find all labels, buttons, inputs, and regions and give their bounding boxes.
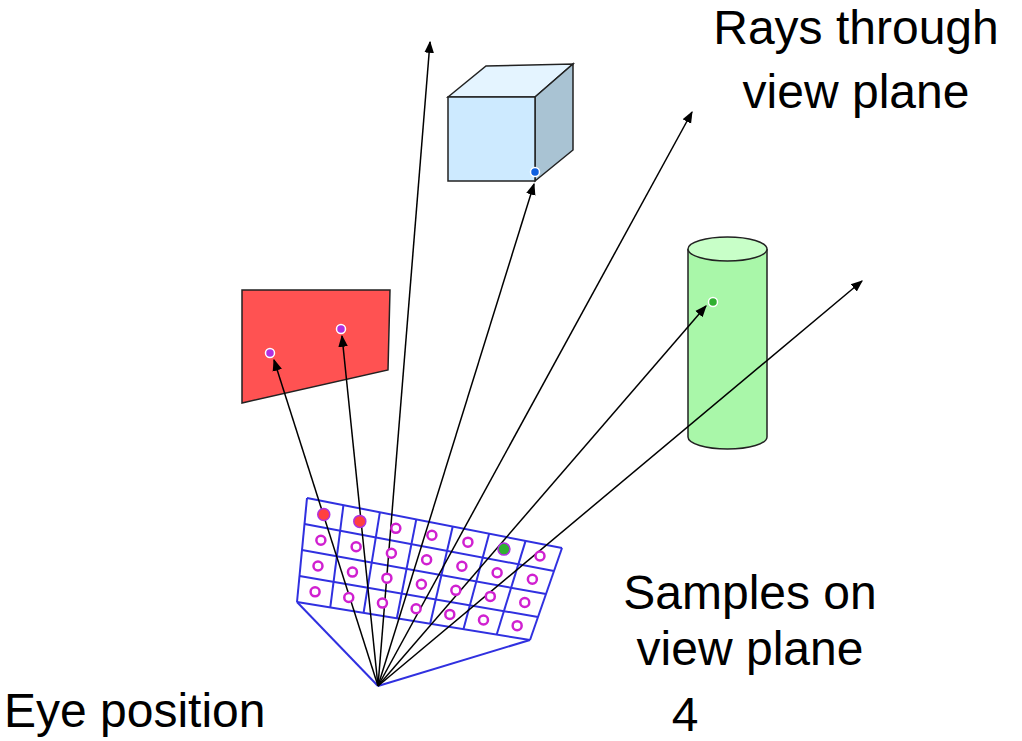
sample-circle bbox=[535, 552, 544, 561]
sample-circle bbox=[463, 538, 472, 547]
sample-circle bbox=[348, 568, 357, 577]
sample-circle bbox=[412, 604, 421, 613]
sample-circle bbox=[382, 574, 391, 583]
eye-label: Eye position bbox=[4, 683, 324, 739]
sample-circle bbox=[457, 562, 466, 571]
sample-circle bbox=[528, 575, 537, 584]
sample-circle bbox=[417, 580, 426, 589]
grid-line bbox=[302, 550, 546, 594]
hit-sample bbox=[354, 515, 366, 527]
hit-point bbox=[709, 298, 718, 307]
cube bbox=[448, 64, 573, 181]
sample-circle bbox=[311, 587, 320, 596]
sample-circle bbox=[387, 549, 396, 558]
sample-circle bbox=[352, 542, 361, 551]
sample-circle bbox=[422, 555, 431, 564]
sample-circle bbox=[316, 536, 325, 545]
frustum-line bbox=[297, 602, 378, 686]
hit-sample bbox=[318, 508, 330, 520]
grid-line bbox=[305, 524, 555, 571]
sample-circle bbox=[493, 568, 502, 577]
samples-label: Samples on view plane bbox=[585, 565, 915, 677]
rays-label: Rays through view plane bbox=[700, 0, 1012, 124]
sample-circle bbox=[313, 562, 322, 571]
sample-circle bbox=[378, 599, 387, 608]
page-number: 4 bbox=[665, 689, 705, 741]
sample-circle bbox=[486, 592, 495, 601]
sample-circle bbox=[479, 616, 488, 625]
frustum-line bbox=[378, 640, 530, 686]
hit-point bbox=[531, 168, 540, 177]
sample-circle bbox=[391, 524, 400, 533]
red-polygon bbox=[242, 290, 390, 403]
hit-point bbox=[266, 349, 275, 358]
sample-circle bbox=[344, 593, 353, 602]
sample-points bbox=[311, 508, 545, 630]
sample-circle bbox=[427, 531, 436, 540]
sample-circle bbox=[520, 598, 529, 607]
sample-circle bbox=[445, 610, 454, 619]
hit-point bbox=[337, 325, 346, 334]
sample-circle bbox=[451, 586, 460, 595]
hit-sample bbox=[498, 543, 510, 555]
sample-circle bbox=[513, 621, 522, 630]
